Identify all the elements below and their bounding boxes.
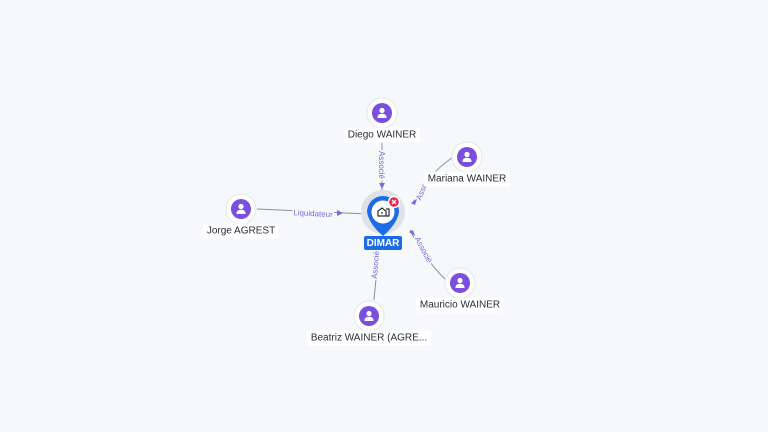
person-node-label-bg	[423, 171, 511, 187]
person-node-label[interactable]: Diego WAINER	[348, 130, 417, 141]
person-body	[377, 113, 387, 118]
person-node-beatriz[interactable]: Beatriz WAINER (AGRE...	[306, 300, 432, 346]
edge-diego: Associé	[376, 128, 386, 196]
building-icon	[377, 207, 390, 217]
person-node-label-bg	[202, 223, 280, 239]
edge-arrow-icon	[337, 210, 343, 216]
center-core	[371, 200, 395, 224]
person-node-jorge[interactable]: Jorge AGREST	[202, 193, 280, 239]
edge-label-bg	[369, 249, 382, 281]
person-node-mariana[interactable]: Mariana WAINER	[423, 141, 511, 187]
person-body	[462, 157, 472, 162]
center-node[interactable]: DIMAR	[361, 190, 405, 250]
person-head	[457, 277, 463, 284]
person-node-label-bg	[415, 297, 505, 313]
person-node-label[interactable]: Mariana WAINER	[428, 174, 507, 185]
person-body	[364, 316, 374, 321]
person-head	[238, 203, 244, 210]
nodes-layer: Diego WAINER Mariana WAINER Jorge AGREST Ma…	[202, 97, 511, 346]
edge-mauricio: Associé	[409, 229, 447, 281]
person-node-label[interactable]: Jorge AGREST	[207, 226, 275, 237]
edge-label: Associé	[370, 250, 381, 279]
center-label[interactable]: DIMAR	[367, 238, 401, 249]
person-node-label[interactable]: Beatriz WAINER (AGRE...	[311, 333, 427, 344]
edge-jorge: Liquidateur	[256, 208, 369, 220]
edge-arrow-icon	[379, 183, 385, 189]
edge-label: Associé	[413, 235, 434, 264]
edge-arrow-icon	[409, 230, 415, 236]
person-head	[464, 151, 470, 158]
center-label-tag[interactable]: DIMAR	[364, 236, 402, 250]
person-body	[455, 283, 465, 288]
person-node-mauricio[interactable]: Mauricio WAINER	[415, 267, 505, 313]
person-node-label[interactable]: Mauricio WAINER	[420, 300, 500, 311]
edge-label: Associé	[377, 151, 386, 180]
person-body	[236, 209, 246, 214]
edge-label-bg	[412, 234, 435, 266]
edge-label: Liquidateur	[293, 208, 333, 219]
center-label-bg	[364, 236, 402, 250]
person-node-diego[interactable]: Diego WAINER	[343, 97, 421, 143]
edge-label-bg	[292, 208, 335, 220]
person-node-label-bg	[343, 127, 421, 143]
error-badge-icon	[387, 195, 401, 209]
person-head	[379, 107, 385, 114]
person-head	[366, 310, 372, 317]
edge-arrow-icon	[411, 199, 417, 205]
edge-label-bg	[376, 149, 386, 181]
person-node-label-bg	[306, 330, 432, 346]
